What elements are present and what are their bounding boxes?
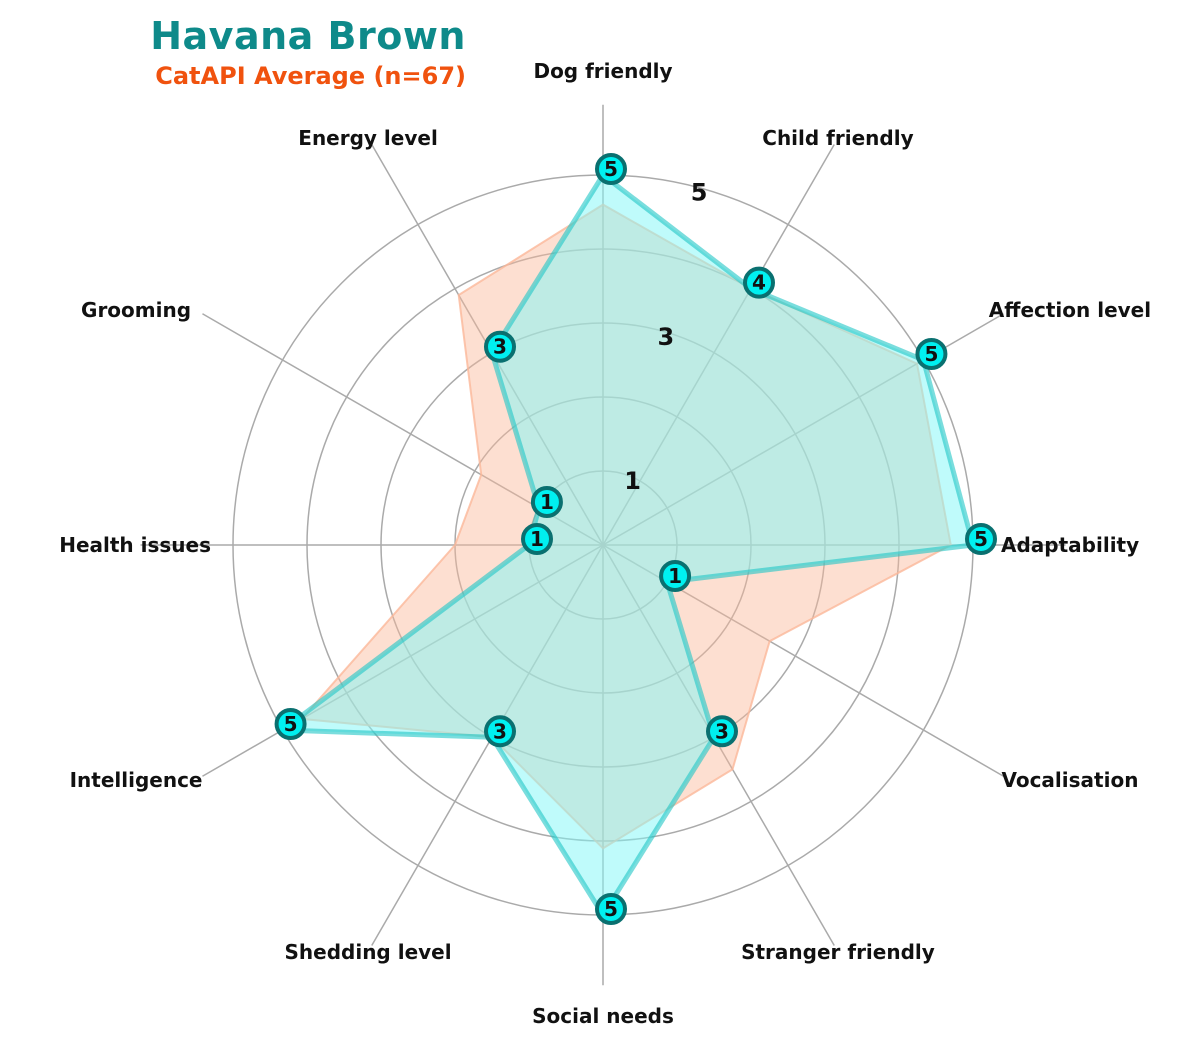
breed-marker-stranger-friendly: 3 xyxy=(706,715,738,748)
marker-value: 1 xyxy=(530,527,544,551)
breed-marker-health-issues: 1 xyxy=(521,523,553,555)
axis-label-adaptability: Adaptability xyxy=(1001,533,1139,557)
marker-value: 5 xyxy=(974,527,988,551)
marker-value: 5 xyxy=(604,897,618,921)
marker-value: 1 xyxy=(668,564,682,588)
breed-marker-dog-friendly: 5 xyxy=(595,153,627,185)
marker-dot xyxy=(484,715,516,748)
marker-dot xyxy=(915,338,948,370)
axis-label-dog-friendly: Dog friendly xyxy=(533,59,672,83)
chart-subtitle: CatAPI Average (n=67) xyxy=(155,62,466,90)
breed-marker-child-friendly: 4 xyxy=(743,266,775,299)
axis-label-energy-level: Energy level xyxy=(298,126,438,150)
marker-value: 4 xyxy=(752,271,766,295)
axis-label-health-issues: Health issues xyxy=(59,533,211,557)
breed-marker-social-needs: 5 xyxy=(595,893,627,925)
breed-marker-shedding-level: 3 xyxy=(484,715,516,748)
axis-label-affection-level: Affection level xyxy=(989,298,1151,322)
marker-value: 5 xyxy=(604,157,618,181)
marker-value: 3 xyxy=(715,719,729,743)
marker-dot xyxy=(595,893,627,925)
marker-value: 5 xyxy=(284,712,298,736)
marker-dot xyxy=(521,523,553,555)
marker-value: 3 xyxy=(493,335,507,359)
axis-label-child-friendly: Child friendly xyxy=(762,126,913,150)
breed-marker-adaptability: 5 xyxy=(965,523,997,555)
axis-label-intelligence: Intelligence xyxy=(70,768,203,792)
chart-title: Havana Brown xyxy=(150,14,466,58)
marker-dot xyxy=(706,715,738,748)
marker-dot xyxy=(274,708,307,740)
marker-value: 5 xyxy=(924,342,938,366)
radial-tick-3: 3 xyxy=(657,323,674,351)
axis-label-social-needs: Social needs xyxy=(532,1004,674,1028)
marker-dot xyxy=(659,560,692,592)
axis-label-grooming: Grooming xyxy=(81,298,191,322)
marker-dot xyxy=(965,523,997,555)
breed-marker-energy-level: 3 xyxy=(484,330,516,363)
breed-marker-vocalisation: 1 xyxy=(659,560,692,592)
marker-dot xyxy=(484,330,516,363)
axis-label-shedding-level: Shedding level xyxy=(285,940,452,964)
breed-marker-grooming: 1 xyxy=(530,486,563,518)
marker-dot xyxy=(743,266,775,299)
marker-value: 1 xyxy=(540,490,554,514)
breed-markers: 5 5 4 5 3 1 1 5 3 5 3 1 xyxy=(274,153,997,925)
radial-tick-labels: 1 3 5 xyxy=(624,179,707,495)
marker-dot xyxy=(530,486,563,518)
axis-label-stranger-friendly: Stranger friendly xyxy=(741,940,935,964)
axis-labels: Adaptability Affection level Child friendl… xyxy=(59,59,1151,1028)
breed-marker-affection-level: 5 xyxy=(915,338,948,370)
marker-value: 3 xyxy=(493,719,507,743)
breed-marker-intelligence: 5 xyxy=(274,708,307,740)
axis-label-vocalisation: Vocalisation xyxy=(1001,768,1138,792)
marker-dot xyxy=(595,153,627,185)
radial-tick-5: 5 xyxy=(691,179,708,207)
radial-tick-1: 1 xyxy=(624,467,641,495)
